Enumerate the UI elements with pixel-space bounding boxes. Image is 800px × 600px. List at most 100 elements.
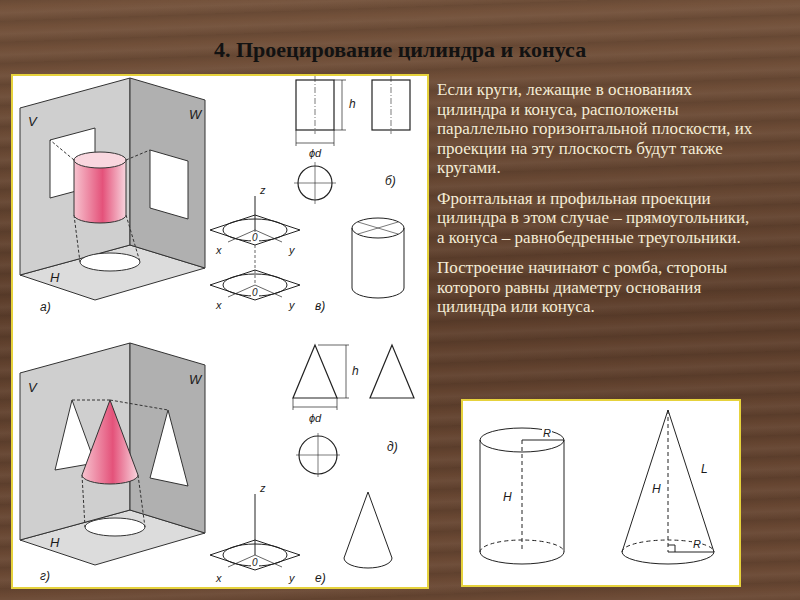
cylinder-views-part — [296, 130, 297, 146]
cone-views-part — [318, 433, 319, 477]
isometric-construction-part — [210, 270, 300, 300]
figure-label: y — [288, 299, 296, 311]
cylinder-views-part — [296, 143, 334, 144]
figure-label: x — [215, 572, 223, 584]
solid-figures-part — [668, 410, 669, 552]
figure-label: V — [27, 115, 38, 129]
figure-label: W — [188, 373, 202, 387]
cylinder-planes-part — [74, 215, 80, 262]
cone-planes-part — [138, 475, 145, 527]
text-column: Если круги, лежащие в основаниях цилиндр… — [437, 80, 755, 328]
cylinder-planes-part — [126, 215, 140, 262]
isometric-construction-part — [255, 196, 256, 230]
figure-label: г) — [39, 570, 51, 583]
isometric-cone-part — [255, 555, 282, 567]
isometric-construction-part — [352, 228, 353, 288]
cylinder-planes-part — [50, 140, 74, 160]
figure-label: x — [215, 244, 223, 256]
figure-label: W — [188, 108, 202, 122]
cone-planes-part — [85, 518, 145, 536]
cone-views-part — [293, 407, 337, 408]
panel-part — [12, 75, 428, 588]
figure-label: ϕd — [308, 147, 322, 159]
body-paragraph: Построение начинают с ромба, стороны кот… — [437, 258, 755, 317]
slide-title: 4. Проецирование цилиндра и конуса — [214, 37, 586, 63]
isometric-construction — [210, 196, 404, 300]
figure-label: 0 — [251, 557, 259, 568]
solid-figures-part — [668, 410, 714, 552]
figure-label: y — [288, 572, 296, 584]
isometric-construction-part — [352, 218, 404, 238]
cone-planes-part — [150, 410, 188, 486]
cylinder-planes-part — [74, 160, 126, 223]
isometric-cone-part — [255, 494, 256, 555]
figure-label: д) — [386, 441, 399, 454]
isometric-construction-part — [255, 285, 282, 297]
figure-label: 0 — [251, 287, 259, 298]
solid-figures-part — [564, 440, 565, 552]
cone-planes-part — [82, 475, 85, 527]
figure-label: R — [542, 427, 552, 439]
cone-planes-part — [82, 400, 138, 484]
cone-planes-part — [72, 400, 110, 401]
figure-label: x — [215, 299, 223, 311]
solid-figures-part — [622, 552, 714, 564]
isometric-construction-part — [255, 230, 282, 242]
solid-figures-part — [622, 410, 668, 552]
cylinder-views-part — [334, 80, 346, 81]
solid-figures-part — [480, 552, 564, 564]
cylinder-views — [294, 76, 410, 204]
cylinder-planes-part — [80, 253, 140, 271]
cone-views-part — [337, 398, 349, 399]
cylinder-views-part — [342, 80, 343, 130]
figure-label: V — [27, 381, 38, 395]
body-paragraph: Фронтальная и профильная проекции цилинд… — [437, 189, 755, 248]
figure-label: z — [259, 184, 267, 196]
isometric-construction-part — [358, 222, 398, 234]
isometric-cone-part — [344, 492, 392, 568]
cone-planes-part — [130, 343, 205, 533]
cone-planes-part — [110, 400, 168, 410]
cone-views-part — [318, 345, 349, 346]
cylinder-views-part — [334, 130, 335, 146]
figure-label: L — [700, 463, 709, 476]
figure-label: H — [49, 271, 60, 285]
isometric-cone-part — [210, 540, 300, 570]
solid-figures-part — [480, 440, 481, 552]
cone-views-part — [293, 345, 337, 398]
body-paragraph: Если круги, лежащие в основаниях цилиндр… — [437, 80, 755, 178]
isometric-cone — [210, 492, 392, 570]
figure-label: в) — [314, 300, 326, 313]
cone-views — [293, 345, 414, 477]
cylinder-planes-part — [74, 152, 126, 168]
solid-figures-part — [668, 545, 675, 552]
figure-label: а) — [39, 301, 52, 314]
cylinder-views-part — [315, 76, 316, 134]
cylinder-planes-part — [20, 78, 130, 275]
solid-figures-part — [522, 440, 564, 441]
figure-label: 0 — [251, 232, 259, 243]
cylinder-planes — [20, 78, 205, 300]
cone-planes — [20, 343, 205, 565]
figure-label: h — [351, 365, 360, 378]
cone-views-part — [337, 398, 338, 410]
figure-label: H — [49, 536, 60, 550]
isometric-construction-part — [358, 222, 398, 234]
cylinder-views-part — [391, 76, 392, 134]
isometric-construction-part — [404, 228, 405, 288]
isometric-construction-part — [352, 288, 404, 298]
figure-label: е) — [314, 572, 327, 585]
figure-label: y — [288, 244, 296, 256]
panel-part — [462, 400, 740, 586]
figure-label: H — [651, 483, 662, 496]
cone-views-part — [370, 345, 414, 398]
figure-label: H — [502, 491, 513, 504]
figure-label: z — [259, 482, 267, 494]
cone-views-part — [293, 398, 294, 410]
cylinder-views-part — [315, 162, 316, 204]
cone-views-part — [346, 345, 347, 398]
cylinder-planes-part — [150, 150, 188, 219]
solid-figures — [480, 410, 714, 564]
figure-label: б) — [384, 175, 397, 188]
